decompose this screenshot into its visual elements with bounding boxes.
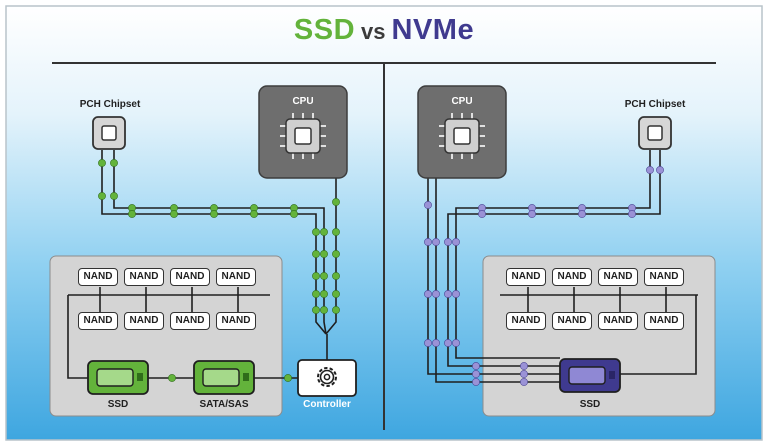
right-nvme-drive-icon <box>559 358 621 393</box>
left-cpu-icon <box>280 113 326 159</box>
title-nvme: NVMe <box>391 14 475 46</box>
nand-chip: NAND <box>216 312 256 330</box>
left-ssd-label: SSD <box>107 399 129 410</box>
nand-chip: NAND <box>170 268 210 286</box>
nand-chip: NAND <box>644 312 684 330</box>
right-ssd-label: SSD <box>579 399 601 410</box>
nand-chip: NAND <box>124 312 164 330</box>
left-cpu-label: CPU <box>292 96 314 107</box>
right-pch-label: PCH Chipset <box>624 99 686 110</box>
left-sata-label: SATA/SAS <box>199 399 249 410</box>
right-storage-panel <box>482 255 716 417</box>
left-sata-drive-icon <box>193 360 255 395</box>
left-pch-label: PCH Chipset <box>79 99 141 110</box>
nand-chip: NAND <box>170 312 210 330</box>
nand-chip: NAND <box>552 268 592 286</box>
left-bus-lines <box>67 150 337 379</box>
left-ssd-drive-icon <box>87 360 149 395</box>
nand-chip: NAND <box>506 312 546 330</box>
left-bus-dots <box>98 159 340 382</box>
title-vs: vs <box>361 19 386 44</box>
right-bus-dots <box>424 166 664 386</box>
controller-label: Controller <box>303 399 351 410</box>
nand-chip: NAND <box>506 268 546 286</box>
nand-chip: NAND <box>598 312 638 330</box>
nand-chip: NAND <box>216 268 256 286</box>
left-pch-chip-icon <box>92 116 126 150</box>
nand-chip: NAND <box>644 268 684 286</box>
nand-chip: NAND <box>552 312 592 330</box>
nand-chip: NAND <box>78 268 118 286</box>
gear-icon <box>317 367 337 387</box>
right-bus-lines <box>427 150 698 383</box>
right-cpu-icon <box>439 113 485 159</box>
nand-chip: NAND <box>124 268 164 286</box>
nand-chip: NAND <box>78 312 118 330</box>
right-pch-chip-icon <box>638 116 672 150</box>
nand-chip: NAND <box>598 268 638 286</box>
title-ssd: SSD <box>293 14 356 46</box>
controller-box <box>297 359 357 397</box>
right-cpu-label: CPU <box>451 96 473 107</box>
